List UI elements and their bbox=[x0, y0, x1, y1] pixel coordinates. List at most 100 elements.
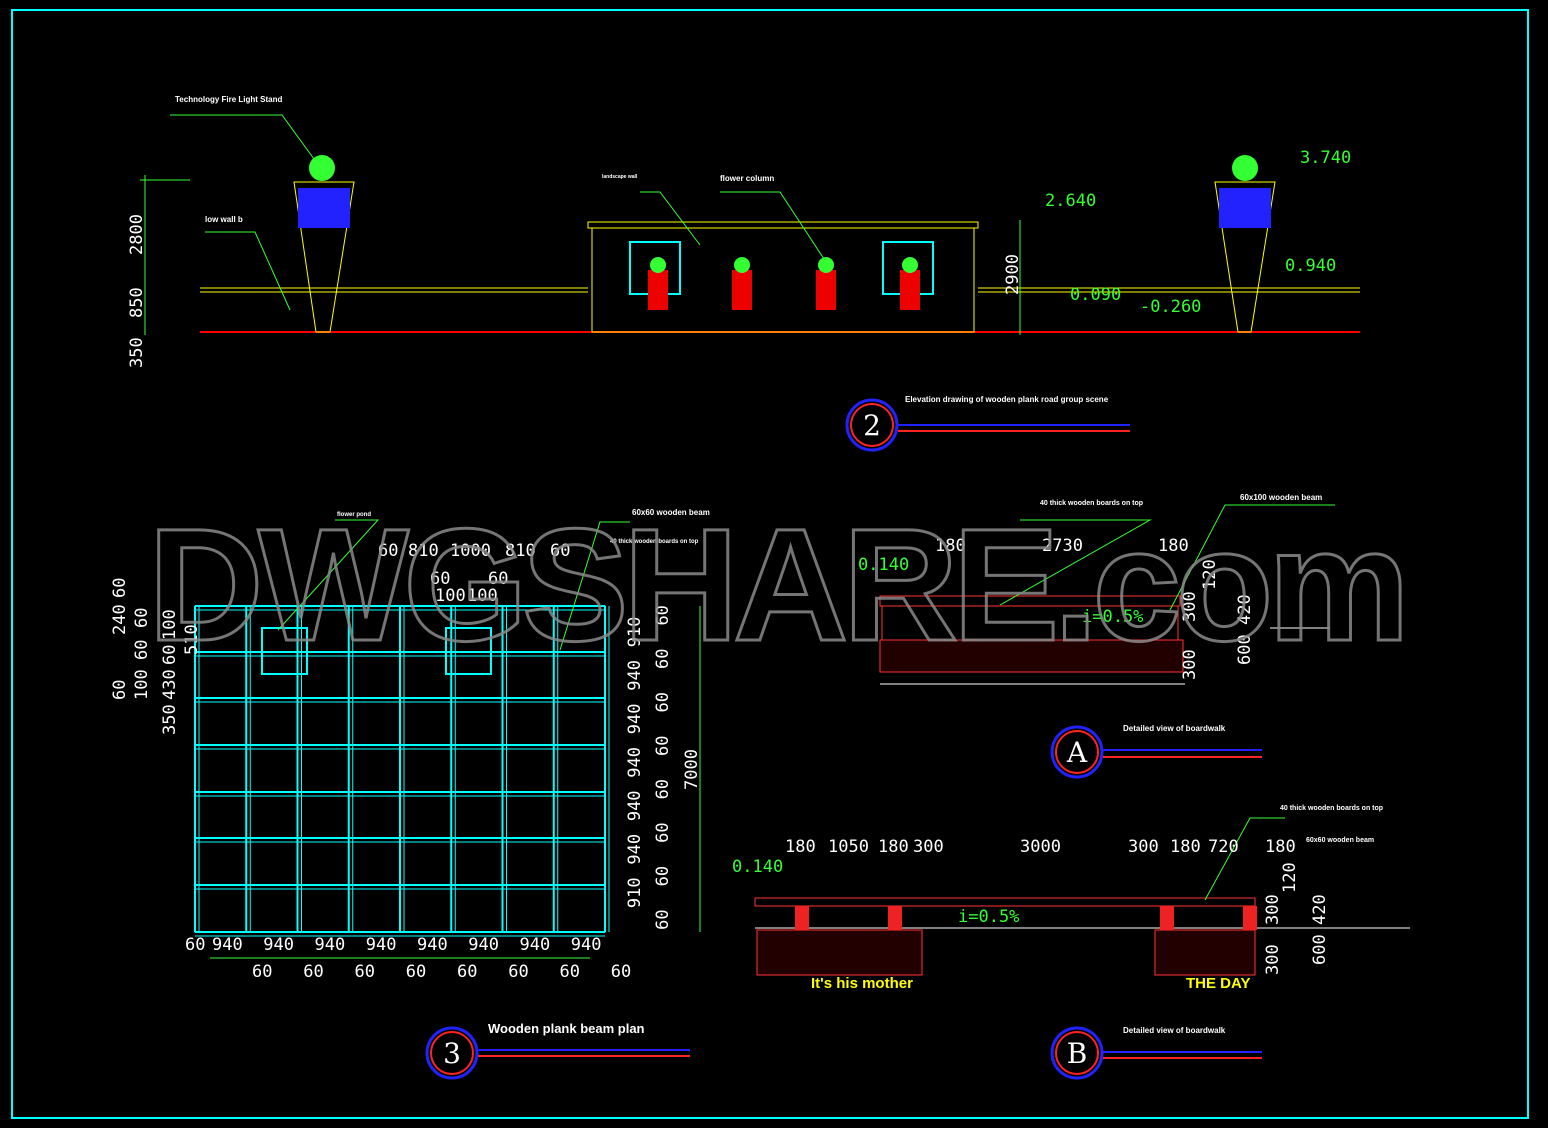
flower-columns bbox=[648, 270, 920, 310]
dim-text: 180 bbox=[878, 837, 909, 857]
dim-text: 940 bbox=[263, 935, 294, 955]
watermark: DWGSHARE.com bbox=[148, 495, 1410, 674]
level: 0.140 bbox=[732, 857, 783, 877]
dim-text: 720 bbox=[1208, 837, 1239, 857]
dim-total-7000: 7000 bbox=[682, 749, 702, 790]
level-0090: 0.090 bbox=[1070, 285, 1121, 305]
detail-b-title: Detailed view of boardwalk bbox=[1123, 1026, 1226, 1035]
dim-text: 60 bbox=[653, 822, 673, 842]
dim-text: 940 bbox=[366, 935, 397, 955]
fire-light-stand-left bbox=[293, 181, 355, 333]
dim-text: 300 bbox=[1180, 649, 1200, 680]
label-fire-light-stand: Technology Fire Light Stand bbox=[175, 95, 283, 104]
dim-text: 100 bbox=[467, 586, 498, 606]
dim-text: 60 bbox=[653, 735, 673, 755]
label-flower-column: flower column bbox=[720, 174, 774, 183]
dim-text: 810 bbox=[408, 541, 439, 561]
dim-text: 60 bbox=[378, 541, 398, 561]
dim-text: 940 bbox=[625, 704, 645, 735]
dim-text: 60 bbox=[488, 569, 508, 589]
dim-text: 180 bbox=[785, 837, 816, 857]
flower-pond bbox=[445, 627, 492, 675]
drawing-frame bbox=[11, 9, 1529, 1119]
slope: i=0.5% bbox=[1082, 607, 1143, 627]
dim-text: 420 bbox=[1235, 594, 1255, 625]
level-2640: 2.640 bbox=[1045, 191, 1096, 211]
dim-text: 940 bbox=[212, 935, 243, 955]
caption-left: It's his mother bbox=[811, 975, 913, 992]
dim-text: 510 bbox=[182, 624, 202, 655]
dim-text: 60 bbox=[611, 962, 631, 982]
title-marker-3: 3 Wooden plank beam plan bbox=[425, 1021, 690, 1080]
dim-text: 60 bbox=[457, 962, 477, 982]
fire-light-stand-right bbox=[1214, 181, 1276, 333]
label-landscape-wall: landscape wall bbox=[602, 174, 638, 180]
elevation-drawing: Technology Fire Light Stand low wall b l… bbox=[127, 95, 1360, 452]
label-beam: 60x60 wooden beam bbox=[1306, 837, 1374, 844]
dim-text: 420 bbox=[1310, 894, 1330, 925]
dim-text: 60 bbox=[252, 962, 272, 982]
dim-text: 60 bbox=[653, 692, 673, 712]
dim-text: 120 bbox=[1280, 862, 1300, 893]
dim-text: 240 bbox=[110, 604, 130, 635]
dim-text: 600 bbox=[1235, 634, 1255, 665]
dim-text: 300 bbox=[1263, 894, 1283, 925]
dim-text: 60 bbox=[653, 866, 673, 886]
dim-text: 1050 bbox=[828, 837, 869, 857]
dim-850: 850 bbox=[127, 287, 147, 318]
dim-text: 940 bbox=[417, 935, 448, 955]
dim-text: 940 bbox=[315, 935, 346, 955]
dim-text: 60 bbox=[508, 962, 528, 982]
dim-text: 3000 bbox=[1020, 837, 1061, 857]
svg-text:A: A bbox=[1066, 736, 1088, 769]
dim-2800: 2800 bbox=[127, 214, 147, 255]
flower-pond bbox=[261, 627, 308, 675]
caption-right: THE DAY bbox=[1186, 975, 1250, 992]
dim-text: 180 bbox=[1265, 837, 1296, 857]
dim-text: 60 bbox=[132, 640, 152, 660]
dim-text: 940 bbox=[625, 747, 645, 778]
dim-text: 180 bbox=[935, 536, 966, 556]
label-low-wall: low wall b bbox=[205, 215, 243, 224]
plan-title: Wooden plank beam plan bbox=[488, 1021, 645, 1036]
dim-text: 940 bbox=[520, 935, 551, 955]
dim-text: 100 bbox=[435, 586, 466, 606]
dim-text: 940 bbox=[571, 935, 602, 955]
dim-text: 60 bbox=[653, 909, 673, 929]
detail-b: 40 thick wooden boards on top 60x60 wood… bbox=[732, 805, 1410, 1080]
title-marker-a: A Detailed view of boardwalk bbox=[1050, 724, 1262, 779]
dim-text: 810 bbox=[505, 541, 536, 561]
dim-text: 300 bbox=[1263, 944, 1283, 975]
svg-text:3: 3 bbox=[443, 1037, 461, 1070]
label-boards: 40 thick wooden boards on top bbox=[1040, 500, 1143, 507]
dim-text: 940 bbox=[468, 935, 499, 955]
level-0940: 0.940 bbox=[1285, 256, 1336, 276]
dim-text: 100 bbox=[132, 669, 152, 700]
svg-text:B: B bbox=[1067, 1037, 1088, 1070]
dim-text: 300 bbox=[1128, 837, 1159, 857]
dim-text: 60 bbox=[560, 962, 580, 982]
dim-text: 60 bbox=[110, 578, 130, 598]
dim-text: 60 bbox=[550, 541, 570, 561]
dim-text: 60 bbox=[132, 608, 152, 628]
dim-text: 60 bbox=[653, 605, 673, 625]
dim-text: 1000 bbox=[450, 541, 491, 561]
elevation-title: Elevation drawing of wooden plank road g… bbox=[905, 395, 1109, 404]
dim-text: 60 bbox=[406, 962, 426, 982]
dim-text: 940 bbox=[625, 834, 645, 865]
dim-text: 940 bbox=[625, 660, 645, 691]
dim-text: 2730 bbox=[1042, 536, 1083, 556]
label-flower-pond: flower pond bbox=[337, 512, 371, 518]
dim-text: 60 bbox=[653, 649, 673, 669]
title-marker-2: 2 Elevation drawing of wooden plank road… bbox=[845, 395, 1130, 452]
dim-text: 350 bbox=[160, 704, 180, 735]
dim-text: 600 bbox=[1310, 934, 1330, 965]
dim-350: 350 bbox=[127, 337, 147, 368]
dim-text: 910 bbox=[625, 877, 645, 908]
dim-text: 100 bbox=[160, 609, 180, 640]
beam-grid bbox=[194, 605, 610, 937]
dim-text: 430 bbox=[160, 669, 180, 700]
dim-text: 300 bbox=[1180, 591, 1200, 622]
dim-text: 60 bbox=[355, 962, 375, 982]
dim-text: 180 bbox=[1170, 837, 1201, 857]
